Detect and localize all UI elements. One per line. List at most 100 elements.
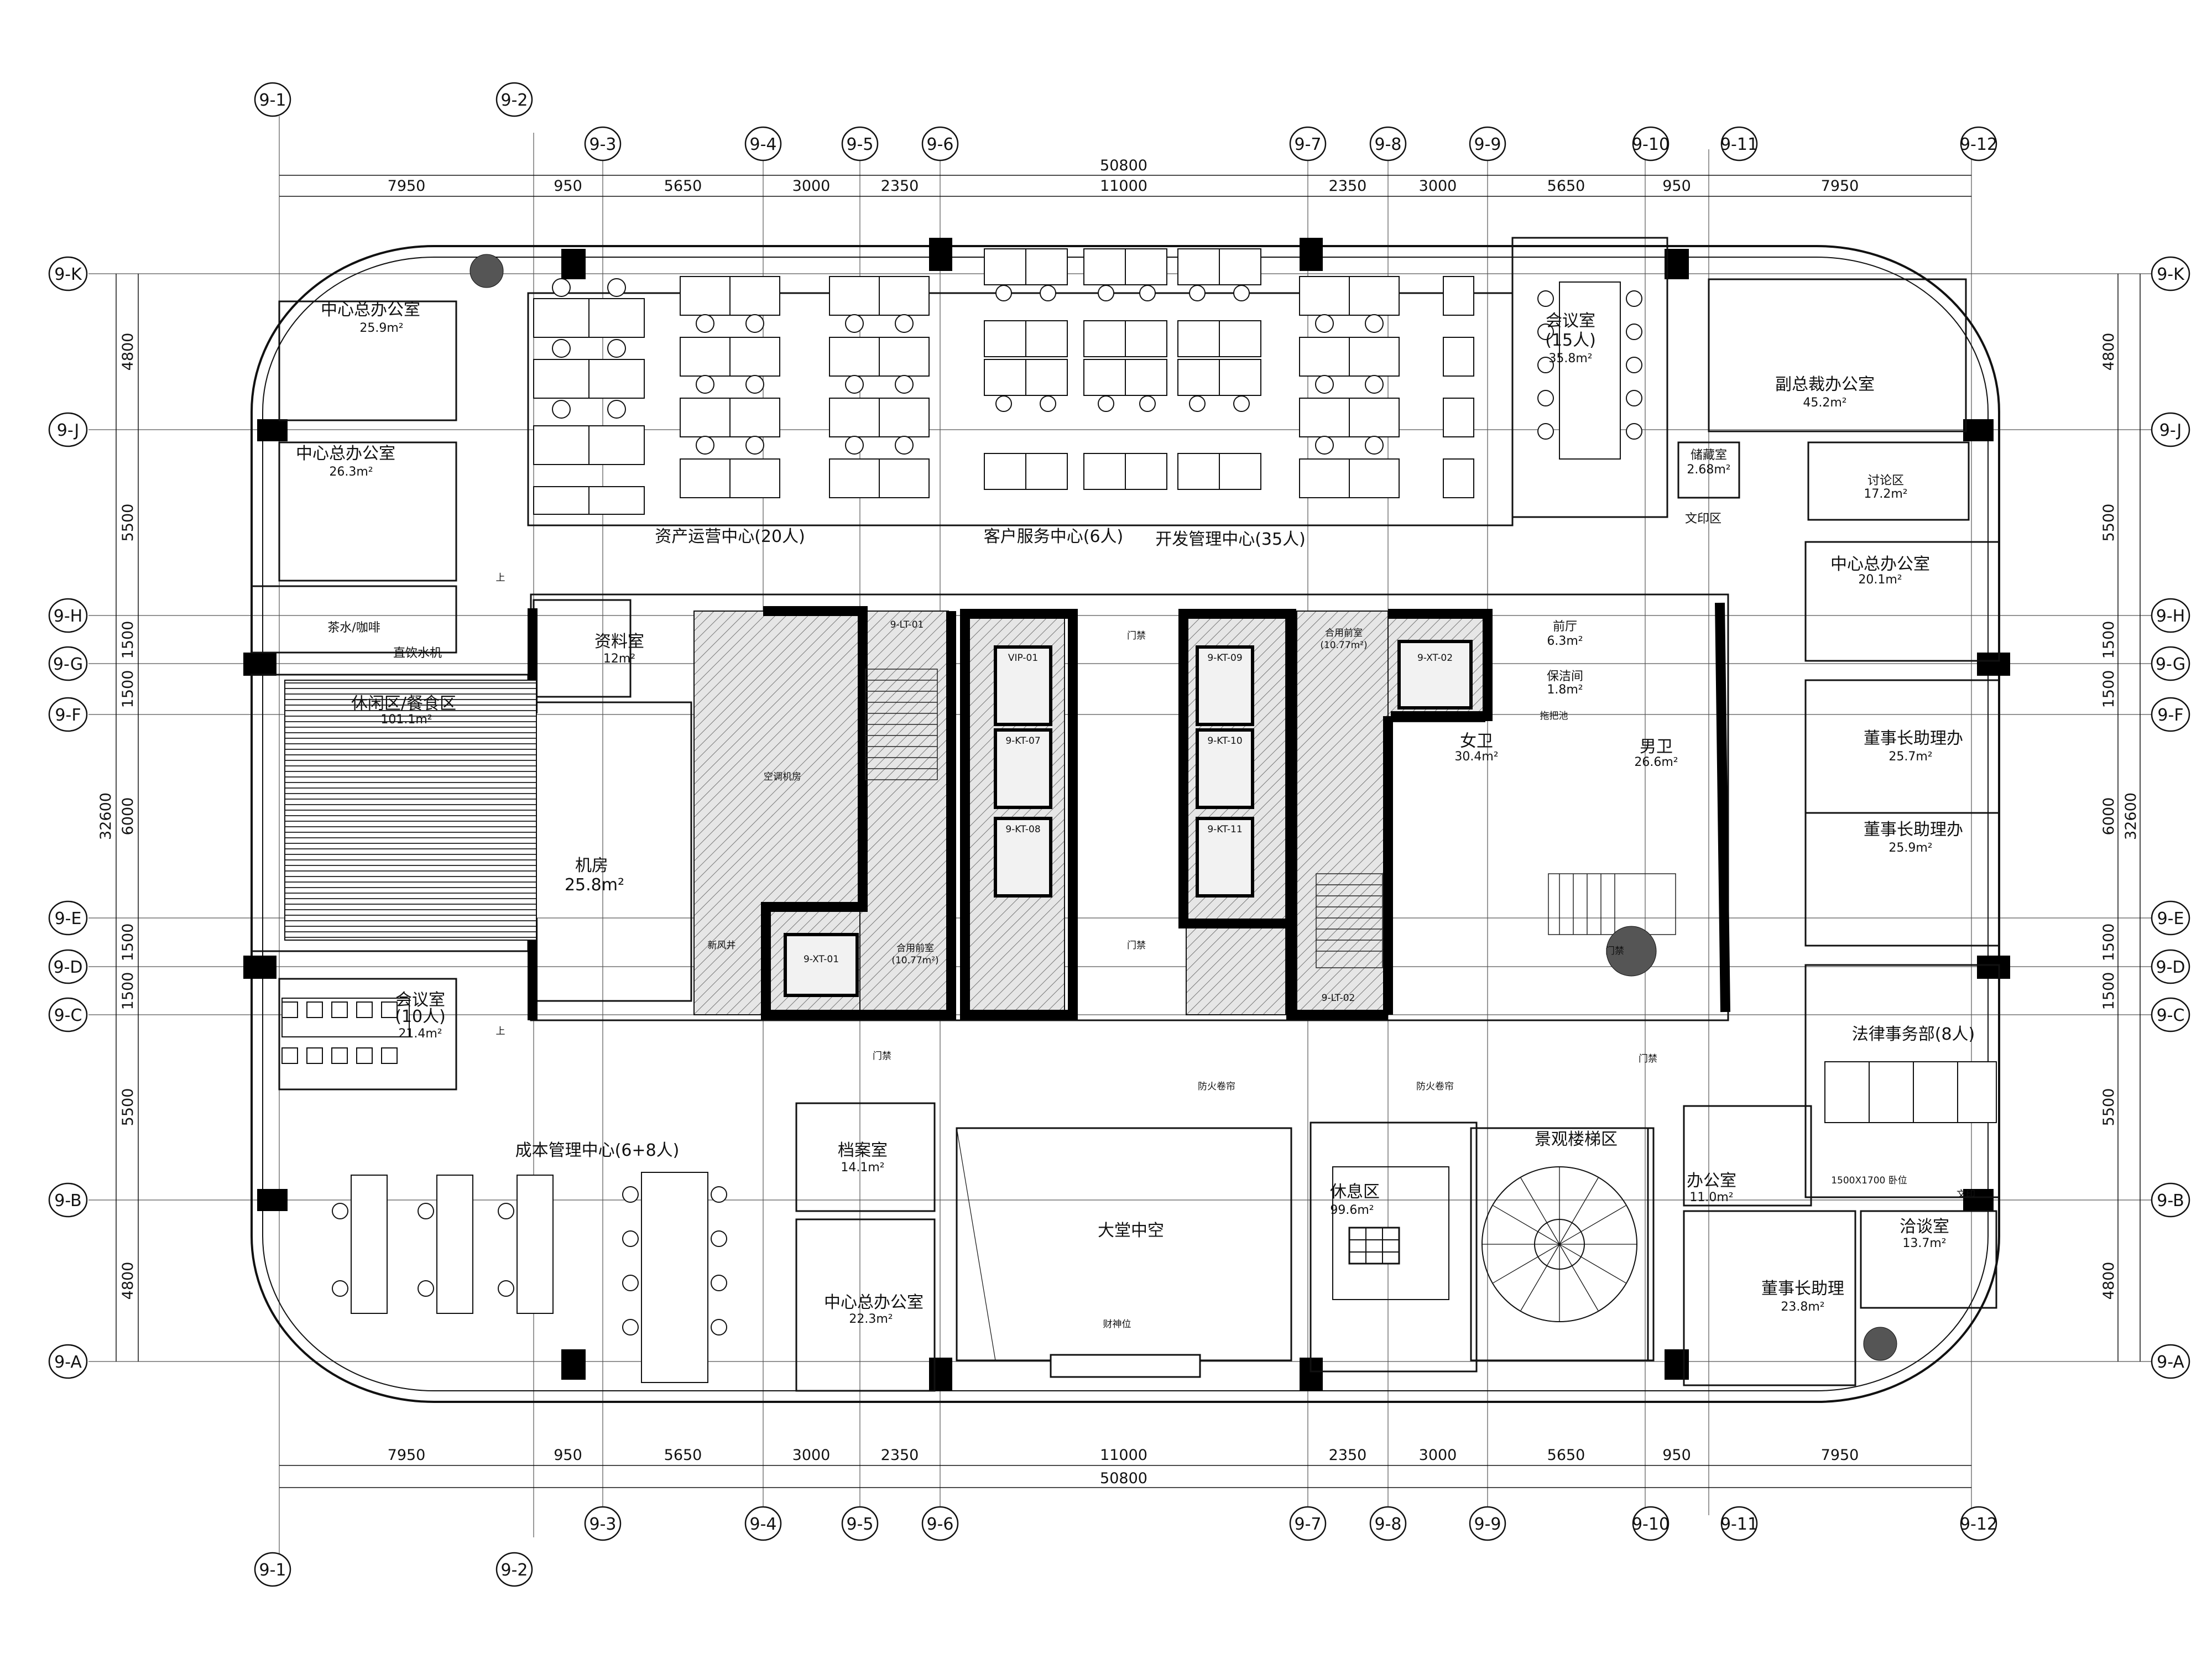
axis-label: 9-4 xyxy=(750,135,777,154)
core-label: 上 xyxy=(496,1026,505,1037)
stairs xyxy=(865,669,1676,968)
spiral-stair xyxy=(1470,1127,1649,1361)
axis-label: 9-A xyxy=(54,1353,82,1372)
elevators xyxy=(784,640,1473,997)
dim-text: 5650 xyxy=(1547,1447,1585,1464)
top-dimensions: 7950 950 5650 3000 2350 11000 2350 3000 … xyxy=(388,157,1859,195)
dim-text: 5500 xyxy=(119,1088,137,1126)
room-area: (10.77m²) xyxy=(1320,640,1367,651)
room-name: 董事长助理办 xyxy=(1864,729,1963,748)
room-area: 25.9m² xyxy=(1888,841,1932,855)
axis-label: 9-8 xyxy=(1375,135,1402,154)
core-label: 9-LT-02 xyxy=(1322,993,1355,1004)
room-name: 董事长助理 xyxy=(1761,1279,1844,1298)
core-label: 上 xyxy=(496,572,505,583)
dim-text: 950 xyxy=(554,178,582,195)
dim-text: 1500 xyxy=(119,670,137,708)
axis-label: 9-J xyxy=(57,421,79,440)
lounge-tables xyxy=(1332,1166,1449,1300)
axis-label: 9-10 xyxy=(1632,135,1670,154)
room-name: 男卫 xyxy=(1640,737,1673,757)
room-area: 12m² xyxy=(603,652,635,666)
axis-label: 9-9 xyxy=(1474,1515,1501,1534)
core-label: VIP-01 xyxy=(1008,653,1038,664)
room-name: 资料室 xyxy=(594,632,644,651)
dim-text: 4800 xyxy=(2100,333,2117,371)
core-label: 9-KT-07 xyxy=(1005,735,1040,747)
room-name: (15人) xyxy=(1545,331,1596,350)
room-name: 会议室 xyxy=(395,990,445,1010)
dim-text: 5500 xyxy=(2100,1088,2117,1126)
core-label: 门禁 xyxy=(873,1051,891,1062)
axis-label: 9-8 xyxy=(1375,1515,1402,1534)
dim-text: 7950 xyxy=(388,178,426,195)
room-area: 1.8m² xyxy=(1547,683,1583,697)
room-area: 23.8m² xyxy=(1781,1300,1824,1314)
left-dimensions: 4800 5500 1500 1500 6000 1500 1500 5500 … xyxy=(97,333,137,1300)
room-area: 45.2m² xyxy=(1803,396,1846,410)
axis-label: 9-2 xyxy=(501,1561,528,1580)
dim-text: 3000 xyxy=(1419,1447,1457,1464)
note-text: 1500X1700 卧位 xyxy=(1831,1175,1907,1186)
room-area: 25.7m² xyxy=(1888,750,1932,764)
axis-bubbles-left: 9-K 9-J 9-H 9-G 9-F 9-E 9-D 9-C 9-B 9-A xyxy=(48,256,88,1379)
dim-text: 2350 xyxy=(881,178,919,195)
axis-label: 9-1 xyxy=(259,1561,286,1580)
axis-label: 9-7 xyxy=(1295,135,1322,154)
axis-label: 9-7 xyxy=(1295,1515,1322,1534)
dim-text: 2350 xyxy=(881,1447,919,1464)
room-area: 22.3m² xyxy=(849,1312,893,1326)
dim-total-left: 32600 xyxy=(97,792,114,840)
dim-text: 1500 xyxy=(2100,924,2117,962)
dim-total-bottom: 50800 xyxy=(1100,1470,1147,1487)
dimension-lines xyxy=(116,175,2141,1488)
axis-label: 9-6 xyxy=(927,1515,954,1534)
axis-label: 9-4 xyxy=(750,1515,777,1534)
core-label: 新风井 xyxy=(708,940,736,951)
dim-text: 5650 xyxy=(664,178,702,195)
workstations-top xyxy=(533,248,1474,515)
dim-text: 4800 xyxy=(2100,1262,2117,1300)
core-label: 9-LT-01 xyxy=(890,619,924,630)
room-area: 13.7m² xyxy=(1902,1237,1946,1250)
note-text: 拖把池 xyxy=(1540,711,1568,722)
dim-total-top: 50800 xyxy=(1100,157,1147,174)
axis-label: 9-F xyxy=(2157,706,2183,725)
room-area: (10.77m²) xyxy=(891,955,938,966)
bottom-dimensions: 7950 950 5650 3000 2350 11000 2350 3000 … xyxy=(388,1447,1859,1487)
room-area: 11.0m² xyxy=(1689,1191,1733,1204)
dim-text: 950 xyxy=(1662,178,1691,195)
room-name: 洽谈室 xyxy=(1900,1217,1949,1237)
core-label: 门禁 xyxy=(1127,940,1146,951)
core-label: 9-KT-11 xyxy=(1207,824,1242,835)
core-label: 9-XT-02 xyxy=(1417,653,1453,664)
axis-label: 9-5 xyxy=(847,135,874,154)
right-dimensions: 4800 5500 1500 1500 6000 1500 1500 5500 … xyxy=(2100,333,2140,1300)
dim-text: 11000 xyxy=(1100,1447,1147,1464)
axis-label: 9-C xyxy=(2157,1006,2185,1025)
axis-bubbles-bottom: 9-1 9-2 9-3 9-4 9-5 9-6 9-7 9-8 9-9 9-10… xyxy=(254,1506,1997,1587)
dim-text: 3000 xyxy=(792,1447,831,1464)
room-name: 开发管理中心(35人) xyxy=(1155,530,1306,549)
axis-label: 9-G xyxy=(2156,655,2185,674)
room-name: (10人) xyxy=(395,1007,446,1026)
room-area: 25.8m² xyxy=(565,875,624,895)
dim-text: 1500 xyxy=(119,972,137,1010)
meeting-table-10 xyxy=(281,998,410,1064)
axis-label: 9-K xyxy=(54,265,82,284)
room-area: 6.3m² xyxy=(1547,634,1583,648)
axis-label: 9-H xyxy=(54,607,82,626)
axis-label: 9-B xyxy=(54,1191,81,1211)
axis-label: 9-2 xyxy=(501,91,528,110)
room-name: 大堂中空 xyxy=(1098,1221,1164,1240)
room-name: 办公室 xyxy=(1687,1171,1736,1191)
dim-text: 7950 xyxy=(1821,1447,1859,1464)
axis-label: 9-6 xyxy=(927,135,954,154)
room-name: 中心总办公室 xyxy=(824,1293,924,1312)
core-label: 9-KT-10 xyxy=(1207,735,1242,747)
room-name: 休闲区/餐食区 xyxy=(351,694,456,713)
room-area: 21.4m² xyxy=(398,1027,442,1041)
dim-text: 5650 xyxy=(664,1447,702,1464)
lounge-floor-pattern xyxy=(284,680,537,941)
legal-desks xyxy=(1824,1061,1997,1123)
